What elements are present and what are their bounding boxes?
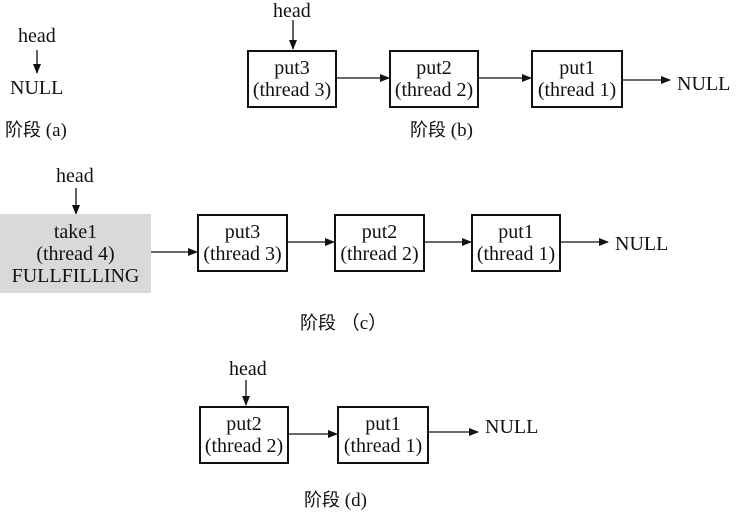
node-op-label: put1 <box>498 221 534 243</box>
queue-node-take1-fulfilling: take1 (thread 4) FULLFILLING <box>0 214 151 293</box>
node-thread-label: (thread 2) <box>204 435 284 457</box>
node-state-label: FULLFILLING <box>11 264 140 287</box>
stage-caption-a: 阶段 (a) <box>5 120 67 142</box>
node-thread-label: (thread 1) <box>537 79 617 101</box>
node-thread-label: (thread 3) <box>252 79 332 101</box>
node-op-label: put2 <box>226 413 262 435</box>
node-op-label: put3 <box>224 221 261 243</box>
queue-node-put1: put1 (thread 1) <box>471 214 561 272</box>
stage-caption-prefix: 阶段 <box>300 313 336 334</box>
stage-caption-tag: （c） <box>340 313 388 334</box>
null-label-c: NULL <box>615 233 669 255</box>
queue-node-put2: put2 (thread 2) <box>334 214 425 272</box>
node-thread-label: (thread 2) <box>394 79 474 101</box>
stage-caption-d: 阶段 (d) <box>304 490 367 512</box>
queue-node-put2: put2 (thread 2) <box>199 406 289 464</box>
node-thread-label: (thread 4) <box>36 242 115 265</box>
stage-caption-tag: (a) <box>45 120 67 141</box>
stage-caption-prefix: 阶段 <box>304 490 340 511</box>
node-op-label: take1 <box>53 220 98 243</box>
null-label-b: NULL <box>677 73 731 95</box>
stage-caption-b: 阶段 (b) <box>410 120 473 142</box>
queue-node-put3: put3 (thread 3) <box>247 50 337 108</box>
head-label-c: head <box>56 165 94 187</box>
head-label-d: head <box>229 358 267 380</box>
stage-caption-c: 阶段 （c） <box>300 313 387 335</box>
node-thread-label: (thread 1) <box>343 435 423 457</box>
node-op-label: put2 <box>361 221 398 243</box>
stage-caption-tag: (b) <box>450 120 473 141</box>
node-op-label: put1 <box>365 413 401 435</box>
queue-node-put3: put3 (thread 3) <box>197 214 288 272</box>
null-label-a: NULL <box>10 77 64 99</box>
stage-caption-prefix: 阶段 <box>410 120 446 141</box>
queue-node-put1: put1 (thread 1) <box>531 50 623 108</box>
node-thread-label: (thread 3) <box>203 243 282 265</box>
stage-caption-prefix: 阶段 <box>5 120 41 141</box>
node-thread-label: (thread 2) <box>340 243 419 265</box>
node-op-label: put1 <box>559 57 595 79</box>
node-op-label: put3 <box>274 57 310 79</box>
queue-node-put1: put1 (thread 1) <box>337 406 429 464</box>
head-label-a: head <box>18 25 56 47</box>
null-label-d: NULL <box>485 416 539 438</box>
stage-caption-tag: (d) <box>344 490 367 511</box>
node-op-label: put2 <box>416 57 452 79</box>
node-thread-label: (thread 1) <box>476 243 556 265</box>
queue-node-put2: put2 (thread 2) <box>389 50 479 108</box>
head-label-b: head <box>273 0 311 22</box>
